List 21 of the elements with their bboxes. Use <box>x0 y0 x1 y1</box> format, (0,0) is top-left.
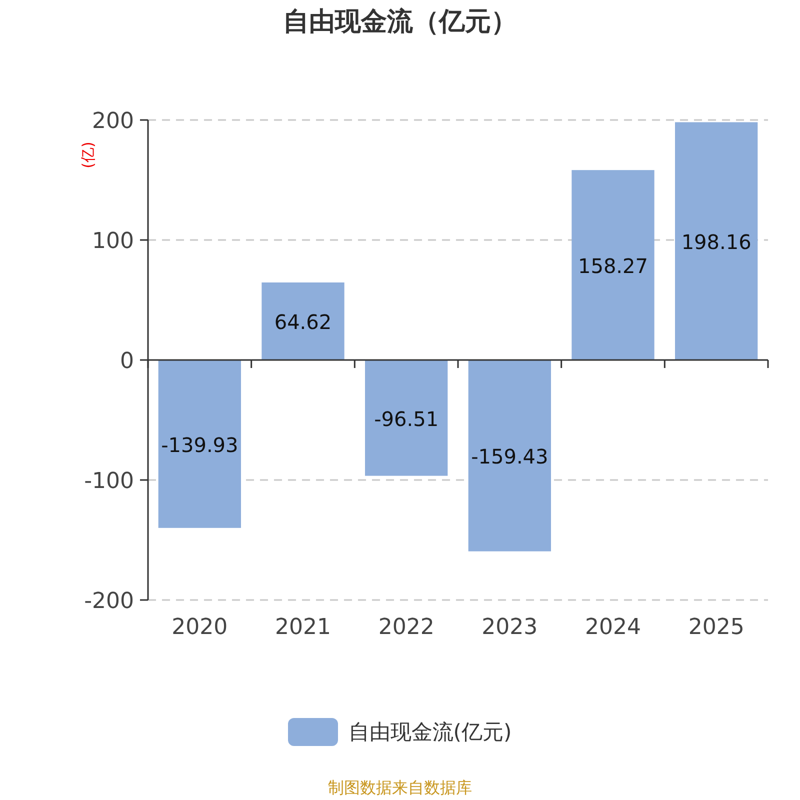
category-label: 2024 <box>585 615 641 640</box>
category-label: 2020 <box>172 615 228 640</box>
tick-label: 0 <box>120 349 134 374</box>
data-label: -159.43 <box>471 444 548 469</box>
tick-label: 100 <box>92 229 134 254</box>
legend-label: 自由现金流(亿元) <box>348 719 512 746</box>
tick-label: -200 <box>84 589 134 614</box>
category-label: 2025 <box>688 615 744 640</box>
category-label: 2021 <box>275 615 331 640</box>
data-label: -96.51 <box>374 406 439 431</box>
category-label: 2023 <box>482 615 538 640</box>
data-label: -139.93 <box>161 432 238 457</box>
tick-label: 200 <box>92 109 134 134</box>
data-label: 64.62 <box>274 310 332 334</box>
data-label: 198.16 <box>681 230 752 254</box>
chart-title: 自由现金流（亿元） <box>282 6 518 39</box>
tick-label: -100 <box>84 469 134 494</box>
category-label: 2022 <box>378 615 434 640</box>
axis-title: (亿) <box>79 142 97 168</box>
source-note: 制图数据来自数据库 <box>327 778 473 799</box>
data-label: 158.27 <box>578 254 648 278</box>
